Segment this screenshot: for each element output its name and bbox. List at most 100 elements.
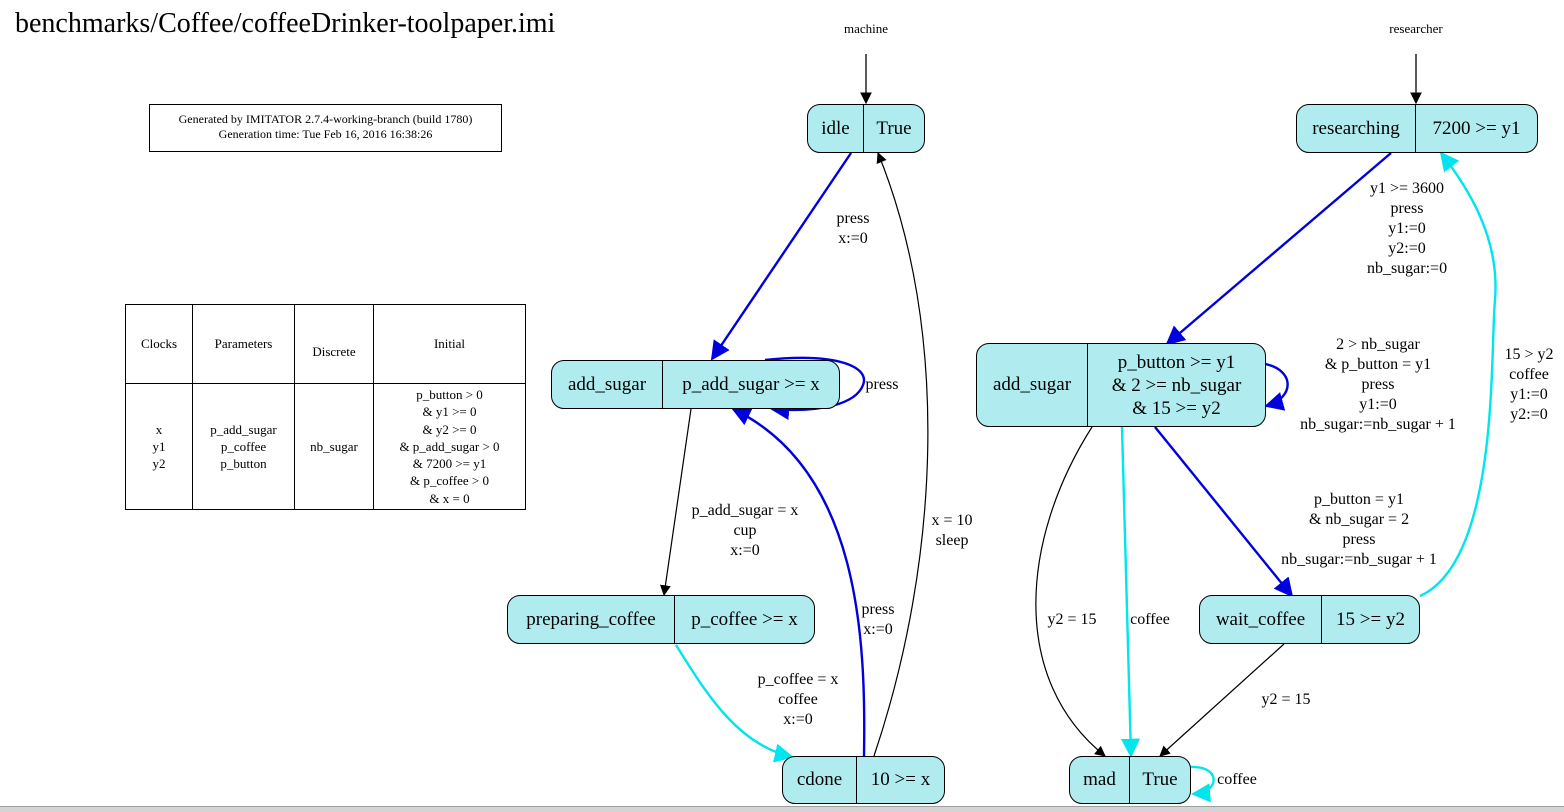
state-add-sugar-researcher[interactable]: add_sugar p_button >= y1 & 2 >= nb_sugar… — [976, 343, 1266, 427]
edge-idle-to-add-sugar — [710, 152, 852, 361]
state-invariant: 10 >= x — [856, 757, 944, 803]
state-invariant: True — [863, 105, 924, 152]
legend-initial-line: & p_coffee > 0 — [410, 473, 489, 489]
edge-researching-to-add-sugar — [1165, 152, 1392, 346]
edge-label-add-sugar-to-mad-y2: y2 = 15 — [1047, 610, 1096, 630]
label-line: 2 > nb_sugar — [1336, 336, 1420, 353]
edge-label-mad-self: coffee — [1217, 770, 1257, 790]
bottom-border — [0, 806, 1564, 812]
label-line: y2:=0 — [1510, 406, 1548, 423]
legend-initial-line: & p_add_sugar > 0 — [399, 438, 500, 454]
edge-label-add-sugar-r-self: 2 > nb_sugar & p_button = y1 press y1:=0… — [1300, 335, 1456, 435]
edge-label-preparing-to-cdone: p_coffee = x coffee x:=0 — [758, 670, 839, 730]
edge-label-researching-to-add-sugar: y1 >= 3600 press y1:=0 y2:=0 nb_sugar:=0 — [1367, 179, 1447, 279]
label-line: nb_sugar:=nb_sugar + 1 — [1300, 416, 1456, 433]
legend-header-parameters: Parameters — [192, 304, 295, 384]
legend-header-initial: Initial — [373, 304, 526, 384]
legend-initial-cell: p_button > 0 & y1 >= 0 & y2 >= 0 & p_add… — [373, 382, 526, 511]
legend-initial-line: & y2 >= 0 — [422, 421, 477, 437]
label-line: y1:=0 — [1359, 396, 1397, 413]
edge-add-sugar-to-preparing — [660, 408, 692, 597]
invariant-line: & 15 >= y2 — [1132, 397, 1221, 419]
state-preparing-coffee[interactable]: preparing_coffee p_coffee >= x — [507, 595, 815, 644]
label-line: x = 10 — [931, 512, 973, 529]
invariant-line: & 2 >= nb_sugar — [1111, 374, 1242, 396]
legend-table: Clocks Parameters Discrete Initial x y1 … — [125, 304, 526, 511]
label-line: x:=0 — [838, 230, 868, 247]
state-name: cdone — [796, 769, 843, 790]
legend-clock: y2 — [152, 456, 166, 472]
legend-clocks-cell: x y1 y2 — [125, 382, 193, 511]
state-idle[interactable]: idle True — [807, 104, 925, 153]
edge-mad-self — [1189, 765, 1215, 803]
automaton-label-researcher: researcher — [1389, 21, 1443, 36]
state-name: add_sugar — [992, 374, 1072, 395]
state-name: preparing_coffee — [526, 608, 656, 630]
label-line: coffee — [1217, 771, 1257, 788]
state-invariant: 7200 >= y1 — [1415, 105, 1537, 152]
state-mad[interactable]: mad True — [1069, 756, 1191, 804]
edge-preparing-to-cdone — [674, 644, 794, 763]
page-title: benchmarks/Coffee/coffeeDrinker-toolpape… — [15, 8, 556, 39]
label-line: p_button = y1 — [1314, 491, 1404, 508]
label-line: & nb_sugar = 2 — [1308, 511, 1410, 528]
label-line: coffee — [778, 691, 818, 708]
label-line: 15 > y2 — [1504, 346, 1554, 363]
edge-label-idle-to-add-sugar: press x:=0 — [837, 209, 870, 249]
edge-add-sugar-to-mad-y2 — [1035, 426, 1106, 757]
state-researching[interactable]: researching 7200 >= y1 — [1296, 104, 1538, 153]
label-line: y1:=0 — [1510, 386, 1548, 403]
label-line: coffee — [1509, 366, 1549, 383]
edge-label-add-sugar-self: press — [866, 375, 899, 395]
label-line: press — [836, 210, 870, 227]
label-line: x:=0 — [730, 542, 760, 559]
generator-line: Generated by IMITATOR 2.7.4-working-bran… — [178, 112, 473, 126]
state-cdone[interactable]: cdone 10 >= x — [782, 756, 945, 804]
edge-cdone-to-idle — [873, 151, 929, 757]
legend-parameter: p_button — [220, 456, 267, 472]
legend-clock: y1 — [152, 439, 166, 455]
label-line: sleep — [935, 532, 969, 549]
edge-cdone-to-add-sugar — [731, 407, 866, 757]
state-name: add_sugar — [567, 373, 647, 395]
state-wait-coffee[interactable]: wait_coffee 15 >= y2 — [1199, 595, 1420, 644]
legend-initial-line: & x = 0 — [429, 490, 470, 506]
edge-label-add-sugar-to-preparing: p_add_sugar = x cup x:=0 — [692, 501, 799, 561]
state-add-sugar-machine[interactable]: add_sugar p_add_sugar >= x — [551, 360, 840, 409]
label-line: & p_button = y1 — [1324, 356, 1432, 373]
legend-clock: x — [155, 422, 163, 438]
label-line: y1 >= 3600 — [1369, 180, 1445, 197]
state-name: researching — [1312, 117, 1400, 139]
state-invariant: True — [1129, 757, 1190, 803]
label-line: press — [1361, 376, 1395, 393]
generation-info-box: Generated by IMITATOR 2.7.4-working-bran… — [149, 104, 502, 152]
state-name: idle — [821, 117, 850, 139]
state-invariant: p_button >= y1 & 2 >= nb_sugar & 15 >= y… — [1087, 344, 1265, 426]
edge-add-sugar-r-self — [1264, 362, 1289, 411]
edge-label-wait-to-mad: y2 = 15 — [1261, 690, 1310, 710]
legend-initial-line: & y1 >= 0 — [422, 404, 477, 420]
generation-time-line: Generation time: Tue Feb 16, 2016 16:38:… — [218, 127, 433, 141]
state-name: mad — [1083, 769, 1116, 790]
legend-header-clocks: Clocks — [125, 304, 193, 384]
label-line: p_coffee = x — [757, 671, 839, 688]
label-line: nb_sugar:=nb_sugar + 1 — [1281, 551, 1437, 568]
label-line: nb_sugar:=0 — [1366, 260, 1448, 277]
edge-label-add-sugar-to-wait: p_button = y1 & nb_sugar = 2 press nb_su… — [1281, 490, 1437, 570]
edge-wait-to-researching — [1419, 151, 1497, 598]
label-line: press — [865, 376, 899, 393]
label-line: y2:=0 — [1388, 240, 1426, 257]
legend-parameter: p_add_sugar — [210, 422, 277, 438]
label-line: y1:=0 — [1388, 220, 1426, 237]
label-line: p_add_sugar = x — [691, 502, 799, 519]
state-invariant: 15 >= y2 — [1321, 596, 1419, 643]
edge-label-add-sugar-to-mad-coffee: coffee — [1130, 610, 1170, 630]
label-line: coffee — [1130, 611, 1170, 628]
label-line: press — [861, 601, 895, 618]
invariant-line: p_button >= y1 — [1117, 351, 1236, 373]
edge-wait-to-mad — [1159, 643, 1285, 757]
edge-label-wait-to-researching: 15 > y2 coffee y1:=0 y2:=0 — [1504, 345, 1553, 425]
state-invariant: p_coffee >= x — [674, 596, 814, 643]
label-line: press — [1342, 531, 1376, 548]
